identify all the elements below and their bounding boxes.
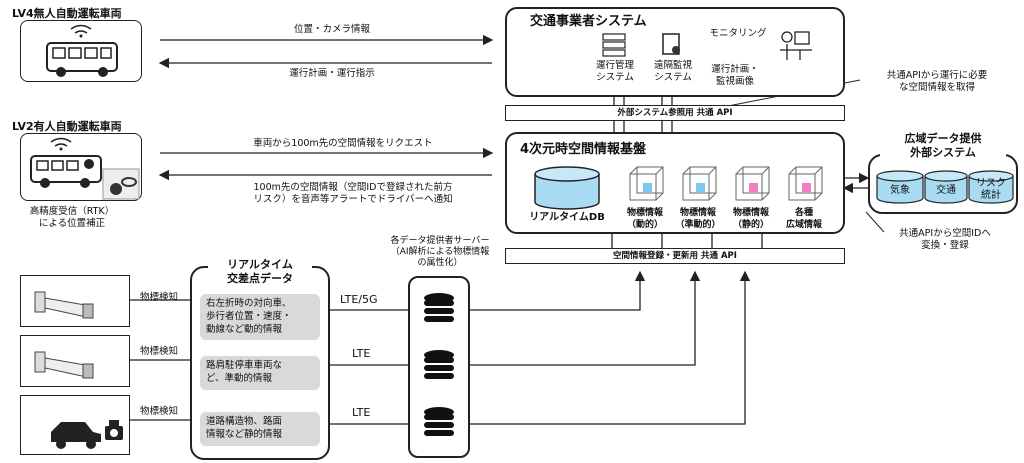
servers-label: 各データ提供者サーバー （AI解析による物標情報 の属性化） (390, 236, 490, 268)
camera-box-2 (20, 335, 130, 387)
camera-icon (34, 291, 94, 319)
plan-instruction-label: 運行計画・運行指示 (289, 68, 375, 79)
lv4-title: LV4無人自動運転車両 (12, 7, 122, 20)
intersection-row-2: 道路構造物、路面 情報など静的情報 (200, 412, 320, 446)
lv4-vehicle-box (20, 20, 142, 82)
notify-100m-label: 100m先の空間情報（空間IDで登録された前方 リスク）を音声等アラートでドライ… (253, 182, 453, 205)
ops-mgmt-label: 運行管理 システム (595, 60, 634, 83)
detect-label-2: 物標検知 (140, 346, 179, 357)
request-100m-label: 車両から100m先の空間情報をリクエスト (253, 138, 433, 149)
pos-camera-label: 位置・カメラ情報 (293, 24, 370, 35)
platform-item-dynamic: 物標情報 （動的） (626, 208, 663, 230)
realtime-db-label: リアルタイムDB (529, 212, 605, 223)
api-reg-bar: 空間情報登録・更新用 共通 API (505, 248, 845, 264)
camera-icon (34, 351, 94, 379)
external-weather: 気象 (890, 185, 910, 196)
operator-title: 交通事業者システム (530, 14, 647, 29)
platform-item-static: 物標情報 （静的） (732, 208, 769, 230)
link-label-1: LTE (352, 347, 371, 360)
link-label-2: LTE (352, 406, 371, 419)
external-convert-note: 共通APIから空間IDへ 変換・登録 (899, 228, 991, 251)
detect-label-1: 物標検知 (140, 292, 179, 303)
platform-item-wide: 各種 広域情報 (785, 208, 822, 230)
intersection-title: リアルタイム 交差点データ (208, 258, 312, 286)
api-ref-note: 共通APIから運行に必要 な空間情報を取得 (886, 70, 988, 93)
rtk-note: 高精度受信（RTK） による位置補正 (29, 206, 115, 229)
platform-title: 4次元時空間情報基盤 (520, 142, 647, 157)
bus-driver-icon (30, 137, 140, 200)
platform-item-semidynamic: 物標情報 （準動的） (675, 208, 721, 230)
bus-icon (46, 24, 118, 77)
external-title: 広域データ提供 外部システム (880, 132, 1006, 160)
car-dashcam-icon (51, 420, 123, 449)
external-risk: リスク 統計 (976, 178, 1006, 201)
vehicle-camera-box (20, 395, 130, 455)
lv2-title: LV2有人自動運転車両 (12, 120, 122, 133)
lv2-vehicle-box (20, 133, 142, 201)
intersection-row-0: 右左折時の対向車、 歩行者位置・速度・ 動線など動的情報 (200, 294, 320, 340)
link-label-0: LTE/5G (340, 293, 378, 306)
remote-watch-label: 遠隔監視 システム (653, 60, 692, 83)
intersection-row-1: 路肩駐停車車両な ど、準動的情報 (200, 356, 320, 390)
servers-box (408, 276, 470, 458)
detect-label-3: 物標検知 (140, 406, 179, 417)
camera-box-1 (20, 275, 130, 327)
api-ref-bar: 外部システム参照用 共通 API (505, 105, 845, 121)
external-traffic: 交通 (936, 185, 956, 196)
monitoring-label: モニタリング (709, 28, 767, 39)
plan-image-label: 運行計画・ 監視画像 (711, 64, 759, 87)
